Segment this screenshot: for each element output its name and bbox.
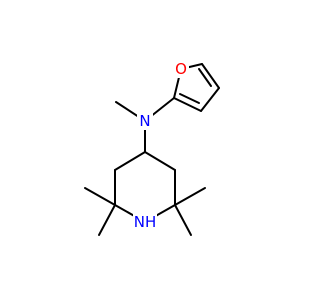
atom-labels: O N NH <box>133 60 189 231</box>
bond-c2-c3 <box>173 97 202 112</box>
o1-label-bg <box>173 60 189 78</box>
oxygen-atom-label: O <box>175 60 187 78</box>
bond-c2pip-methyl-a <box>174 187 206 206</box>
bond-c4-c5-double <box>198 68 212 87</box>
piperidine-nh-label: NH <box>134 213 157 231</box>
bond-c2pip-methyl-b <box>174 204 192 236</box>
n1-label-bg <box>137 112 153 130</box>
molecule-structure: O N NH <box>84 60 220 236</box>
bond-c6pip-methyl-b <box>98 204 116 236</box>
bond-c3-c4 <box>200 87 220 112</box>
bonds <box>84 63 220 236</box>
tertiary-amine-nitrogen-label: N <box>139 112 150 130</box>
bond-c4pip-c3pip <box>144 151 176 171</box>
nh-label-bg <box>133 213 157 231</box>
bond-c2-c3-double <box>179 93 200 104</box>
bond-c5pip-c4pip <box>114 151 146 171</box>
bond-c4-c5 <box>201 63 220 89</box>
bond-c6pip-methyl-a <box>84 187 116 206</box>
